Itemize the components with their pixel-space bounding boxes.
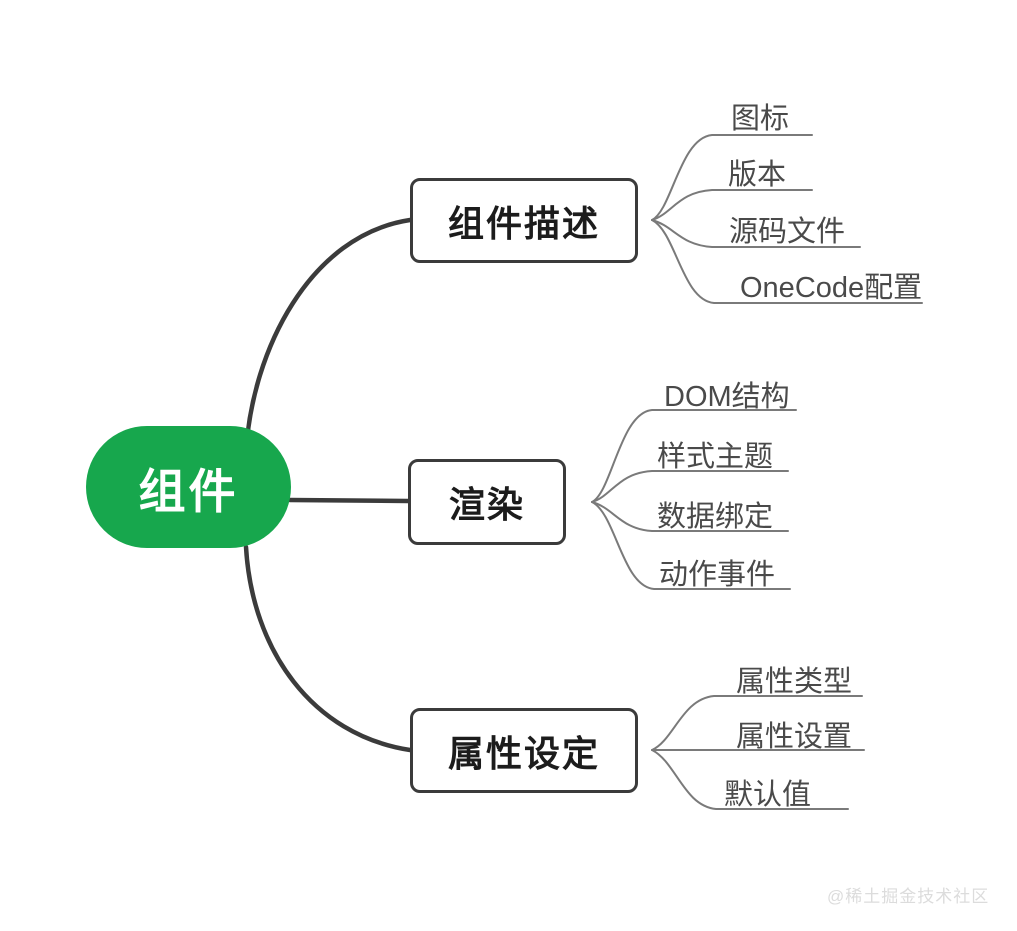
- leaf-node-dom-structure[interactable]: DOM结构: [664, 381, 790, 413]
- leaf-edge-1-1: [591, 470, 789, 503]
- watermark-text: @稀土掘金技术社区: [827, 887, 990, 906]
- leaf-edge-2-0: [651, 695, 863, 751]
- leaf-node-data-binding[interactable]: 数据绑定: [657, 501, 774, 533]
- leaf-node-source-file[interactable]: 源码文件: [729, 216, 846, 248]
- leaf-node-property-type[interactable]: 属性类型: [736, 666, 853, 698]
- leaf-node-default-value[interactable]: 默认值: [724, 779, 812, 811]
- leaf-edge-0-1: [651, 189, 813, 221]
- leaf-edge-0-0: [651, 134, 813, 221]
- leaf-edge-0-3: [651, 219, 923, 304]
- root-node-component[interactable]: 组件: [86, 426, 291, 548]
- branch-node-component-description[interactable]: 组件描述: [410, 178, 638, 263]
- branch-node-label: 组件描述: [447, 202, 600, 244]
- branch-node-label: 渲染: [448, 484, 525, 525]
- branch-node-render[interactable]: 渲染: [408, 459, 566, 545]
- leaf-edge-2-2: [651, 749, 849, 810]
- branch-node-property-setting[interactable]: 属性设定: [410, 708, 638, 793]
- leaf-node-version[interactable]: 版本: [728, 159, 787, 191]
- leaf-edge-0-2: [651, 219, 861, 248]
- edge-root-to-branch-1: [287, 497, 411, 504]
- edge-root-to-branch-0: [243, 217, 413, 455]
- leaf-node-style-theme[interactable]: 样式主题: [657, 441, 774, 473]
- leaf-edge-1-2: [591, 501, 789, 532]
- leaf-edge-1-0: [591, 409, 797, 503]
- branch-node-label: 属性设定: [447, 732, 600, 774]
- leaf-node-icon[interactable]: 图标: [731, 103, 790, 135]
- leaf-node-property-config[interactable]: 属性设置: [736, 721, 853, 753]
- leaf-node-action-event[interactable]: 动作事件: [659, 559, 776, 591]
- root-node-label: 组件: [138, 464, 239, 518]
- leaf-edge-1-3: [591, 501, 791, 590]
- edge-root-to-branch-2: [243, 544, 413, 753]
- leaf-node-onecode-config[interactable]: OneCode配置: [740, 272, 923, 304]
